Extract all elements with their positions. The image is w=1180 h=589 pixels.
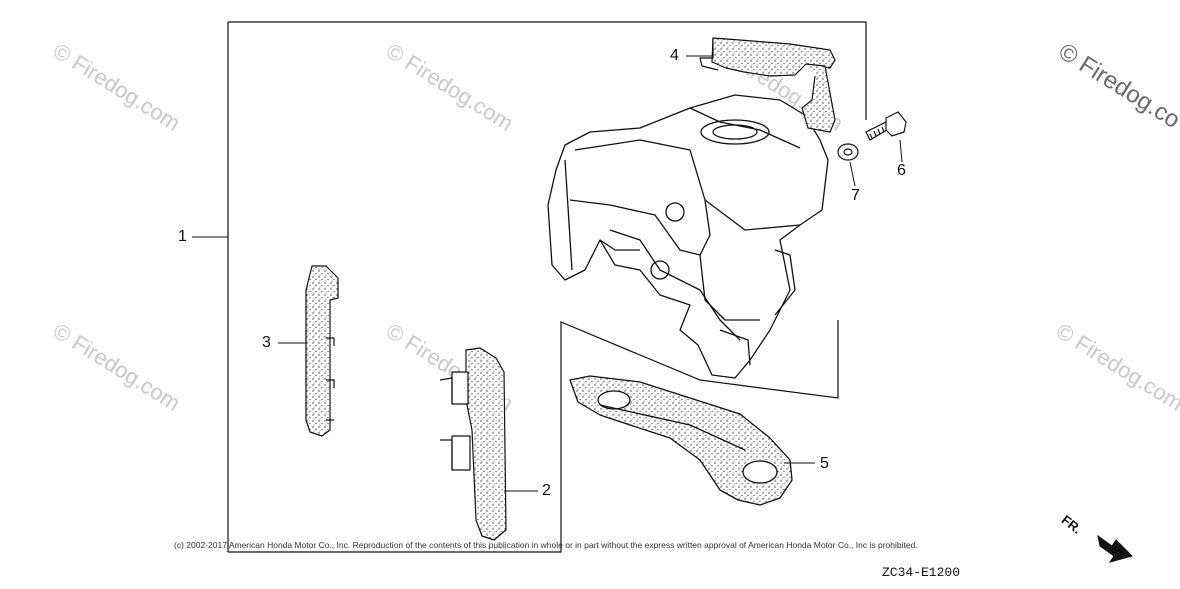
frame-top-edge — [228, 21, 867, 120]
assembly-frame — [227, 21, 867, 553]
diagram-reference-code: ZC34-E1200 — [882, 565, 961, 580]
frame-bottom-edge — [228, 320, 839, 553]
part-6-bolt — [865, 111, 907, 141]
engine-shroud — [547, 94, 829, 379]
leader-lines — [192, 55, 903, 492]
callout-3: 3 — [262, 334, 271, 351]
callout-4: 4 — [670, 47, 679, 64]
copyright-notice: (c) 2002-2017 American Honda Motor Co., … — [174, 540, 918, 550]
part-3-seal — [305, 265, 339, 437]
part-2-seal — [439, 347, 507, 541]
part-4-bracket — [699, 37, 836, 133]
callout-7: 7 — [851, 187, 860, 204]
leader-6 — [899, 139, 903, 163]
callout-2: 2 — [542, 482, 551, 499]
part-5-gasket — [569, 375, 793, 506]
callout-6: 6 — [897, 162, 906, 179]
callout-5: 5 — [820, 455, 829, 472]
leader-7 — [849, 161, 856, 187]
part-7-washer — [837, 143, 859, 161]
fr-arrow-icon — [1097, 534, 1133, 563]
callout-1: 1 — [178, 228, 187, 245]
